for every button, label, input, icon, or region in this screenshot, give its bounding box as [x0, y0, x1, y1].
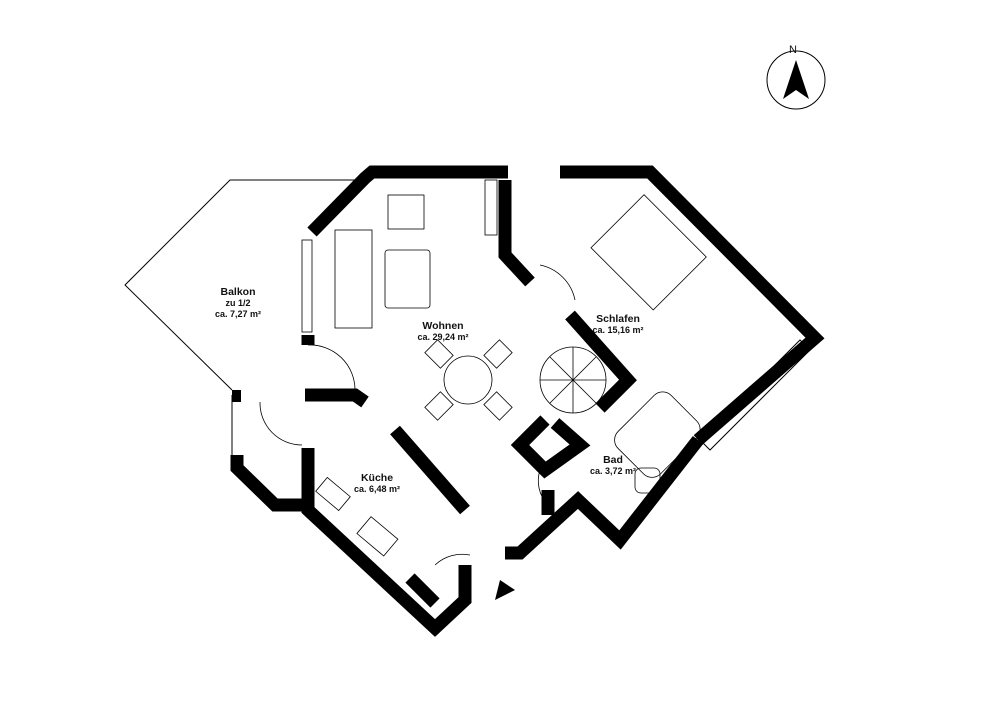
room-area: ca. 7,27 m²	[214, 309, 262, 319]
room-label-balkon: Balkon zu 1/2 ca. 7,27 m²	[215, 287, 261, 320]
room-note: zu 1/2	[225, 298, 251, 308]
furniture	[259, 179, 811, 566]
compass-north-label: N	[789, 44, 797, 56]
room-area: ca. 3,72 m²	[589, 466, 637, 476]
room-area: ca. 15,16 m²	[592, 325, 644, 335]
room-name: Bad	[603, 454, 623, 466]
room-name: Schlafen	[596, 313, 640, 325]
room-name: Küche	[360, 472, 394, 484]
walls	[230, 165, 825, 637]
room-area: ca. 29,24 m²	[417, 332, 469, 342]
room-label-wohnen: Wohnen ca. 29,24 m²	[417, 321, 468, 343]
north-compass-icon	[766, 50, 826, 110]
room-label-kueche: Küche ca. 6,48 m²	[354, 473, 400, 495]
room-label-bad: Bad ca. 3,72 m²	[590, 455, 636, 477]
entrance-arrow-icon	[495, 580, 515, 600]
room-area: ca. 6,48 m²	[353, 484, 401, 494]
room-name: Balkon	[220, 286, 256, 298]
balcony-outline	[124, 179, 362, 455]
room-name: Wohnen	[422, 320, 464, 332]
room-label-schlafen: Schlafen ca. 15,16 m²	[592, 314, 643, 336]
